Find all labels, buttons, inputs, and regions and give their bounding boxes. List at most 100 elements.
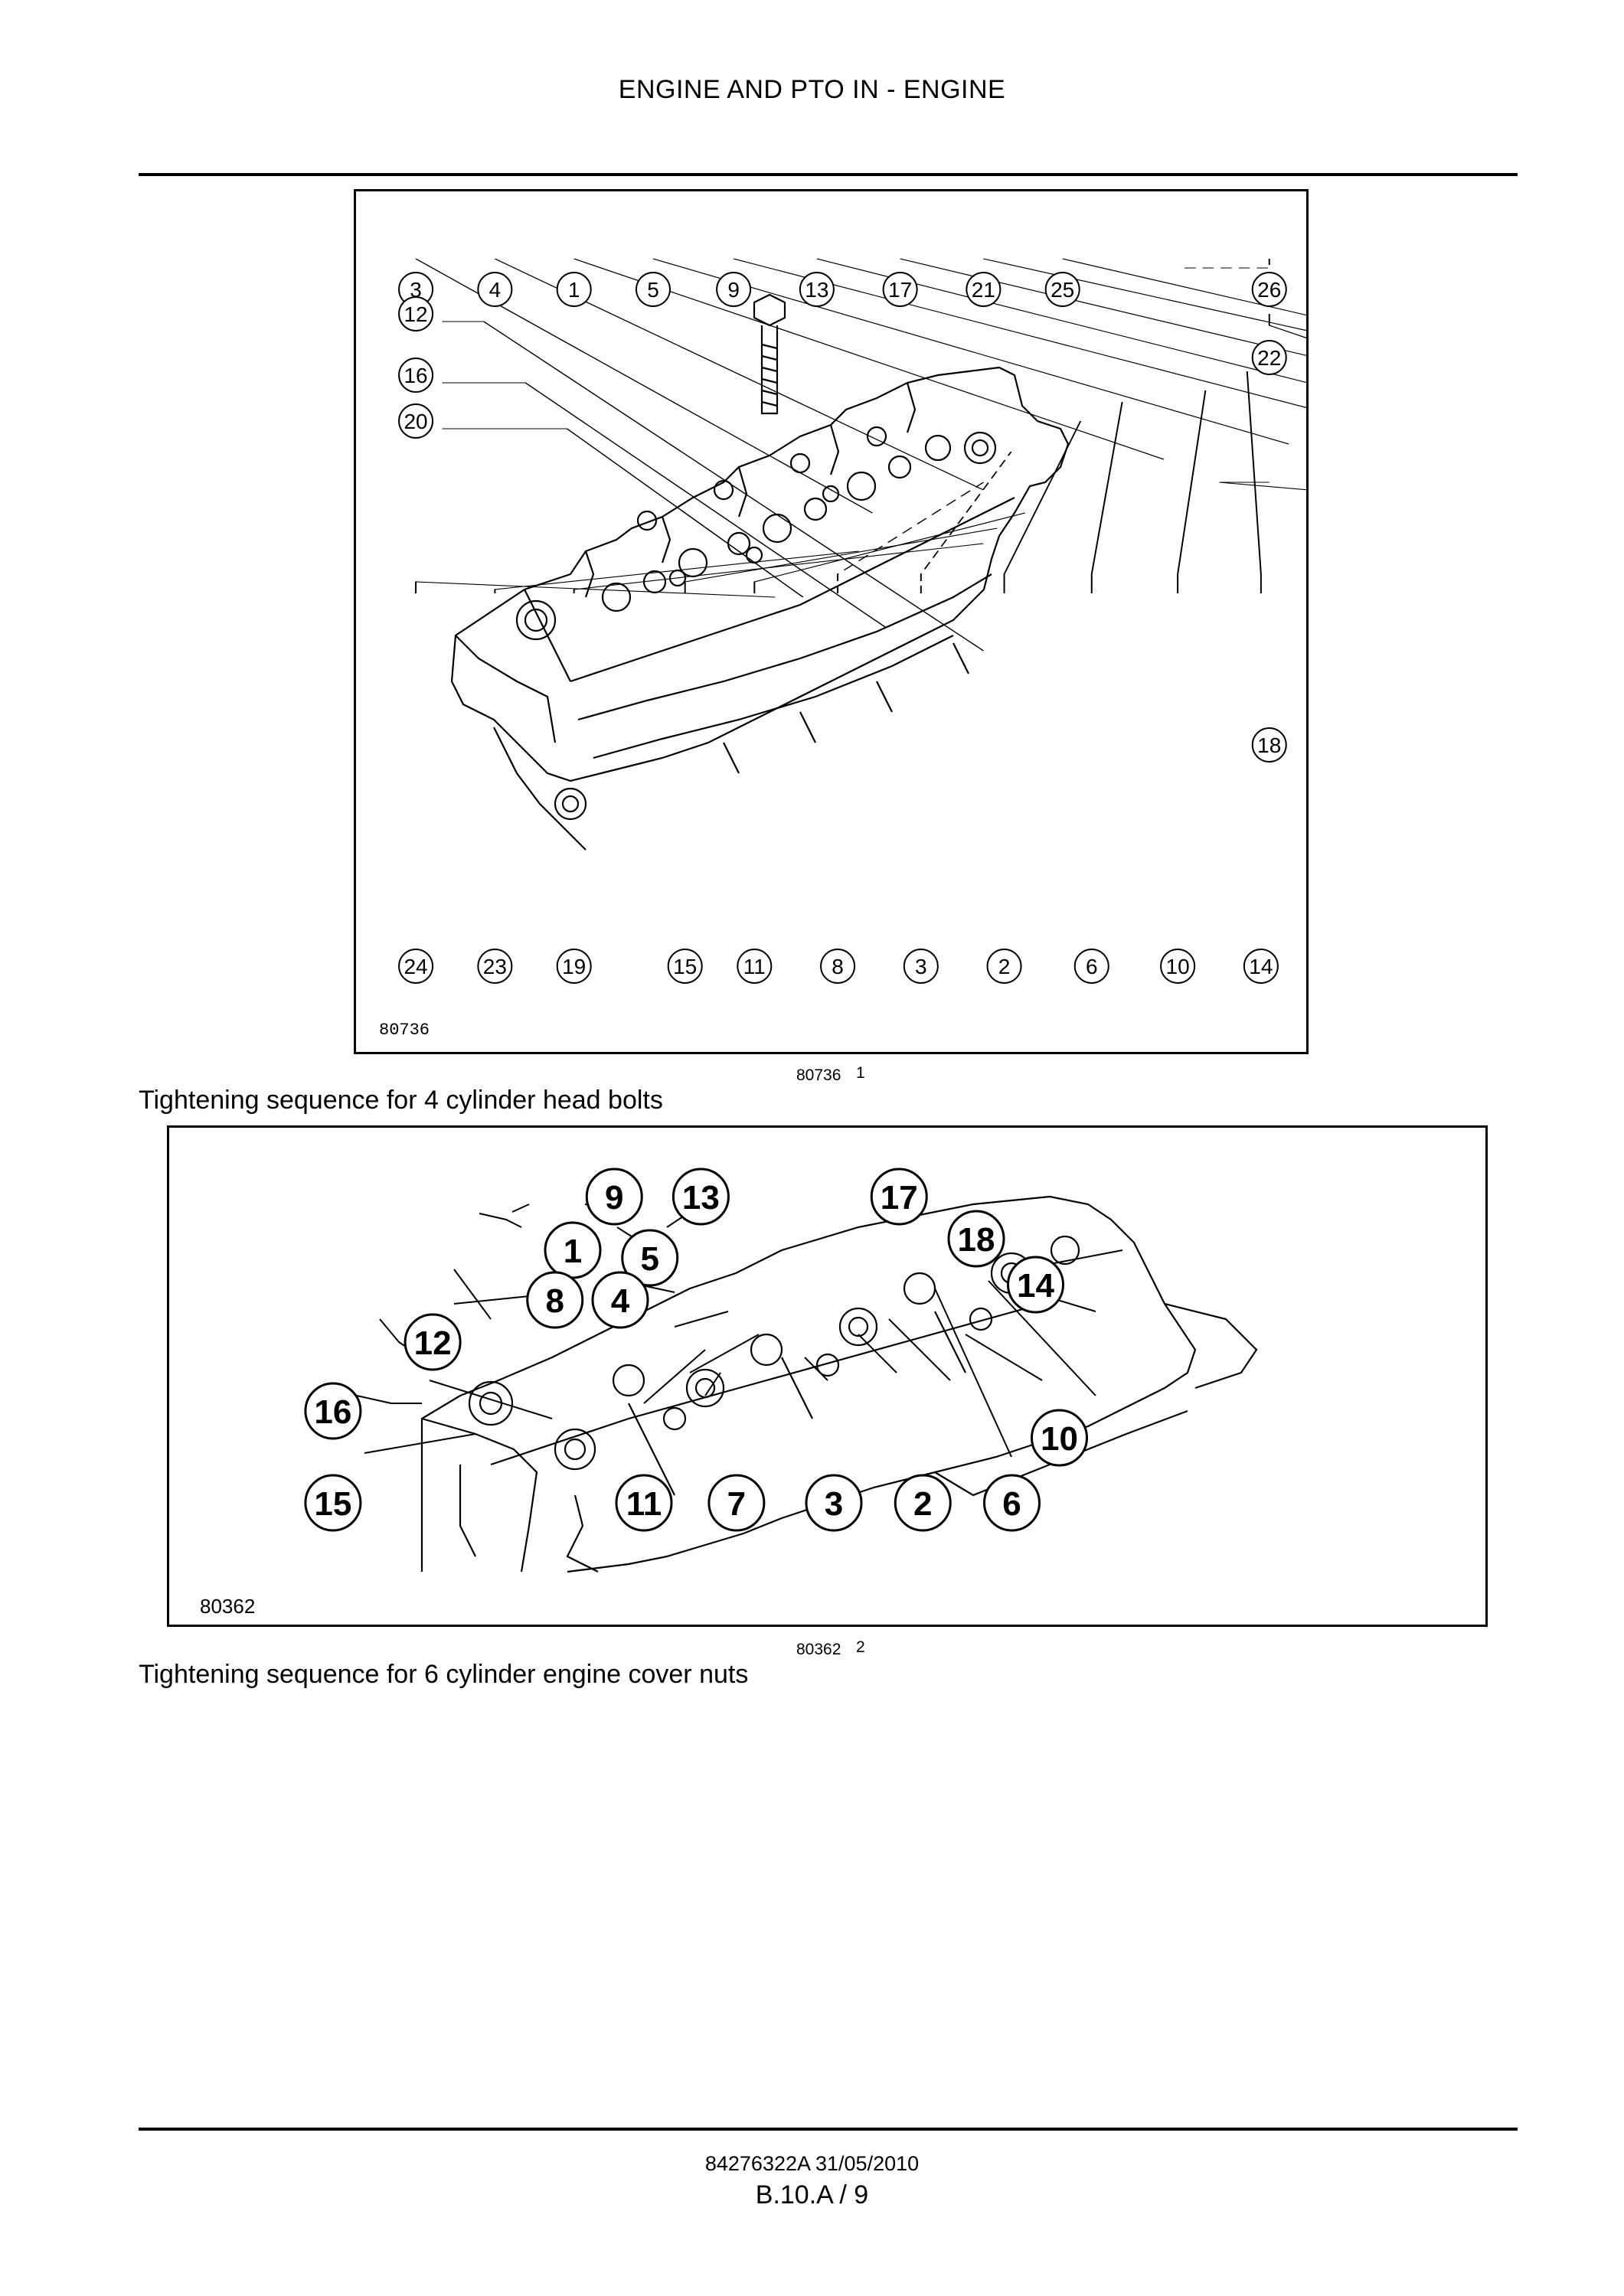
page-header-title: ENGINE AND PTO IN - ENGINE: [618, 75, 1006, 104]
fig1-callout-top-1: 4: [477, 272, 513, 307]
fig1-callout-bottom-1: 23: [477, 949, 513, 984]
figure-2-ref-code: 80362: [796, 1641, 841, 1658]
fig2-callout-4: 5: [621, 1229, 679, 1287]
fig2-callout-12-text: 15: [314, 1485, 351, 1523]
fig1-callout-bottom-2: 19: [556, 949, 592, 984]
fig2-callout-14-text: 7: [727, 1485, 746, 1523]
fig2-callout-13-text: 11: [626, 1485, 662, 1523]
fig1-callout-top-0-text: 3: [410, 278, 422, 302]
fig2-callout-0-text: 9: [605, 1179, 623, 1217]
fig2-callout-5-text: 18: [958, 1221, 995, 1259]
fig1-callout-top-5-text: 13: [805, 278, 828, 302]
fig1-callout-top-1-text: 4: [489, 278, 502, 302]
fig2-callout-17-text: 6: [1002, 1485, 1021, 1523]
fig2-callout-17: 6: [983, 1474, 1041, 1532]
fig2-callout-8-text: 14: [1017, 1267, 1054, 1305]
fig1-callout-top-3: 5: [636, 272, 671, 307]
fig2-callout-15: 3: [805, 1474, 863, 1532]
fig2-callout-1: 13: [671, 1168, 730, 1226]
fig1-callout-top-9-text: 26: [1257, 278, 1281, 302]
footer-doc-ref: 84276322A 31/05/2010: [704, 2152, 920, 2175]
fig1-callout-left-2: 20: [398, 403, 434, 439]
fig1-callout-left-0-text: 12: [404, 302, 427, 326]
fig1-callout-right-0-text: 22: [1257, 346, 1281, 370]
fig1-callout-bottom-0-text: 24: [404, 955, 427, 978]
fig1-callout-top-8: 25: [1044, 272, 1080, 307]
figure-1-caption: Tightening sequence for 4 cylinder head …: [139, 1086, 663, 1115]
fig2-callout-7: 4: [591, 1271, 649, 1329]
fig2-callout-7-text: 4: [611, 1282, 630, 1320]
fig2-callout-3: 1: [544, 1221, 602, 1279]
fig2-callout-11: 10: [1031, 1409, 1088, 1467]
fig1-callout-bottom-10: 14: [1243, 949, 1279, 984]
fig1-callout-left-1: 16: [398, 358, 434, 393]
fig2-callout-8: 14: [1007, 1256, 1064, 1314]
fig2-callout-9-text: 12: [414, 1324, 452, 1362]
fig1-callout-bottom-3-text: 15: [673, 955, 697, 978]
fig1-callout-top-2-text: 1: [568, 278, 580, 302]
fig1-callout-top-7: 21: [966, 272, 1002, 307]
fig2-callout-9: 12: [404, 1313, 462, 1371]
fig2-callout-6-text: 8: [546, 1282, 564, 1320]
fig2-callout-16-text: 2: [913, 1485, 932, 1523]
fig2-callout-0: 9: [585, 1168, 643, 1226]
fig1-callout-bottom-9-text: 10: [1166, 955, 1190, 978]
fig2-callout-16: 2: [894, 1474, 952, 1532]
fig1-callout-bottom-10-text: 14: [1249, 955, 1273, 978]
fig1-callout-bottom-3: 15: [667, 949, 703, 984]
fig1-callout-right-1-text: 18: [1257, 733, 1281, 757]
fig1-callout-bottom-2-text: 19: [562, 955, 586, 978]
footer-rule: [139, 2128, 1518, 2131]
fig1-callout-top-6-text: 17: [888, 278, 912, 302]
fig2-callout-11-text: 10: [1041, 1420, 1078, 1458]
fig2-callout-2-text: 17: [881, 1179, 918, 1217]
fig1-callout-bottom-8-text: 6: [1086, 955, 1098, 978]
fig1-callout-top-4-text: 9: [727, 278, 740, 302]
fig1-callout-bottom-5: 8: [820, 949, 856, 984]
fig1-callout-top-4: 9: [716, 272, 752, 307]
fig1-callout-top-2: 1: [556, 272, 592, 307]
fig2-callout-1-text: 13: [682, 1179, 720, 1217]
fig1-callout-left-1-text: 16: [404, 364, 427, 387]
figure-1-ref-code: 80736: [796, 1066, 841, 1084]
figure-2-caption: Tightening sequence for 6 cylinder engin…: [139, 1660, 749, 1689]
fig1-callout-left-0: 12: [398, 296, 434, 331]
fig1-callout-bottom-6: 3: [903, 949, 939, 984]
fig2-callout-5: 18: [947, 1210, 1005, 1268]
fig2-callout-6: 8: [526, 1271, 584, 1329]
fig1-callout-top-7-text: 21: [972, 278, 995, 302]
fig1-callout-right-1: 18: [1251, 727, 1287, 763]
fig1-callout-top-8-text: 25: [1051, 278, 1074, 302]
fig2-callout-14: 7: [707, 1474, 766, 1532]
figure-2-number: 2: [856, 1638, 865, 1656]
fig1-callout-bottom-8: 6: [1073, 949, 1109, 984]
fig1-callout-bottom-7: 2: [986, 949, 1022, 984]
fig2-callout-10: 16: [304, 1382, 362, 1440]
fig1-callout-bottom-9: 10: [1160, 949, 1196, 984]
fig2-callout-12: 15: [304, 1474, 362, 1532]
fig1-callout-bottom-5-text: 8: [832, 955, 844, 978]
header-rule: [139, 173, 1518, 176]
fig1-callout-bottom-1-text: 23: [483, 955, 507, 978]
fig1-callout-top-5: 13: [799, 272, 835, 307]
fig1-callout-top-3-text: 5: [647, 278, 659, 302]
fig2-callout-13: 11: [615, 1474, 673, 1532]
fig1-callout-bottom-6-text: 3: [915, 955, 927, 978]
fig1-callout-bottom-4: 11: [737, 949, 773, 984]
footer-page-number: B.10.A / 9: [755, 2180, 869, 2209]
fig1-callout-top-6: 17: [882, 272, 918, 307]
fig2-callout-10-text: 16: [314, 1393, 351, 1431]
fig1-callout-bottom-7-text: 2: [998, 955, 1011, 978]
fig1-callout-bottom-4-text: 11: [743, 955, 766, 978]
fig1-callout-top-9: 26: [1251, 272, 1287, 307]
figure-1-number: 1: [856, 1064, 865, 1082]
figure-1-image-code: 80736: [379, 1021, 430, 1040]
fig1-callout-left-2-text: 20: [404, 410, 427, 433]
fig1-callout-bottom-0: 24: [398, 949, 434, 984]
figure-2-image-code: 80362: [200, 1595, 256, 1618]
fig2-callout-4-text: 5: [641, 1240, 659, 1278]
fig2-callout-3-text: 1: [564, 1233, 582, 1270]
